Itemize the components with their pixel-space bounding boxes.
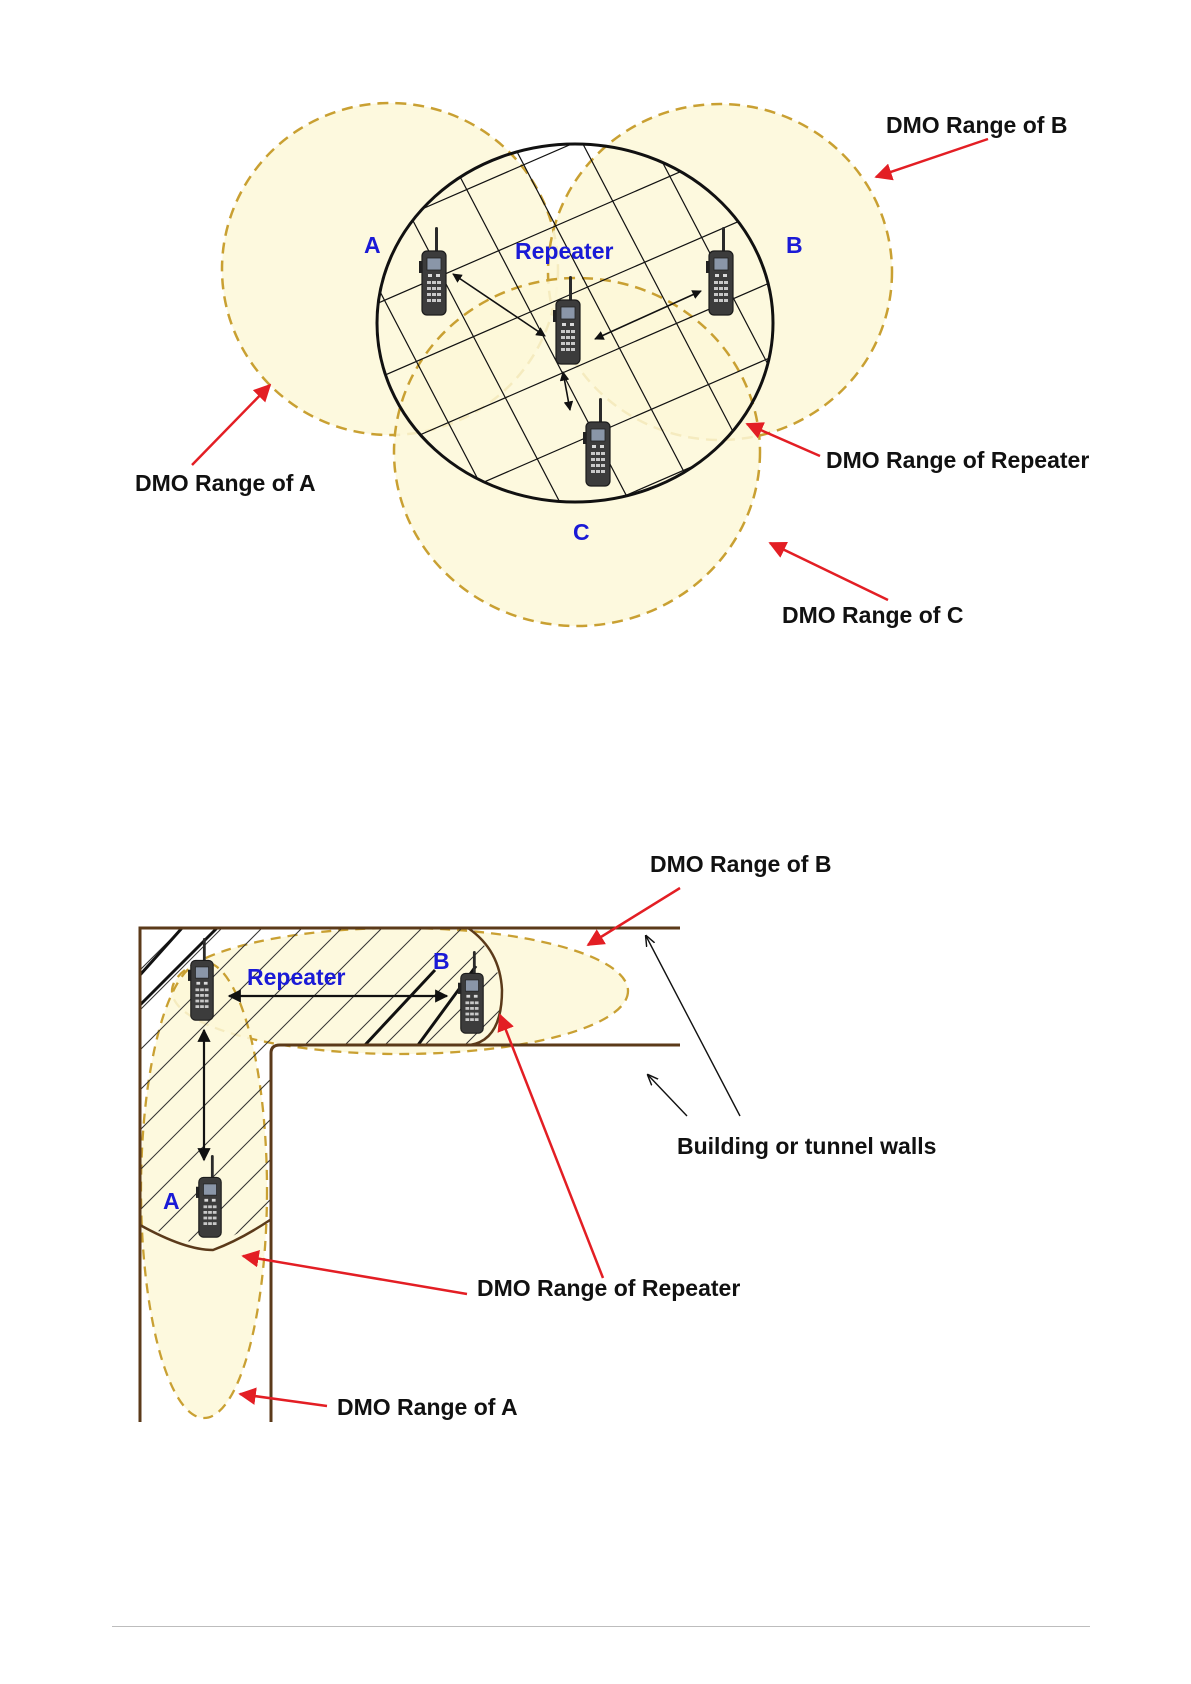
node-a2-label: A — [163, 1188, 180, 1214]
label-dmo-range-repeater2: DMO Range of Repeater — [477, 1275, 740, 1301]
diagram-1: A Repeater B C DMO Range of B DMO Range … — [135, 0, 1089, 712]
pointer-range-a — [192, 385, 270, 465]
pointer-range-b — [876, 139, 988, 177]
pointer-range-repeater2-b — [243, 1256, 467, 1294]
pointer-range-c — [770, 543, 888, 600]
label-dmo-range-repeater: DMO Range of Repeater — [826, 447, 1089, 473]
pointer-wall-inner — [648, 1075, 687, 1116]
pointer-range-b2 — [588, 888, 680, 945]
diagram-2: Repeater B A DMO Range of B Building or … — [100, 851, 936, 1422]
node-repeater-label: Repeater — [515, 238, 613, 264]
label-walls: Building or tunnel walls — [677, 1133, 936, 1159]
node-b-label: B — [786, 232, 803, 258]
label-dmo-range-a2: DMO Range of A — [337, 1394, 518, 1420]
node-a-label: A — [364, 232, 381, 258]
label-dmo-range-a: DMO Range of A — [135, 470, 316, 496]
label-dmo-range-b: DMO Range of B — [886, 112, 1067, 138]
pointer-wall-outer — [646, 936, 740, 1116]
label-dmo-range-c: DMO Range of C — [782, 602, 963, 628]
radio-repeater2-icon — [188, 938, 213, 1020]
label-dmo-range-b2: DMO Range of B — [650, 851, 831, 877]
node-repeater2-label: Repeater — [247, 964, 345, 990]
node-b2-label: B — [433, 948, 450, 974]
footer-divider — [112, 1626, 1090, 1627]
pointer-range-a2 — [240, 1394, 327, 1406]
pointer-range-repeater2-a — [500, 1015, 603, 1278]
wall-inner — [271, 1045, 680, 1422]
node-c-label: C — [573, 519, 590, 545]
